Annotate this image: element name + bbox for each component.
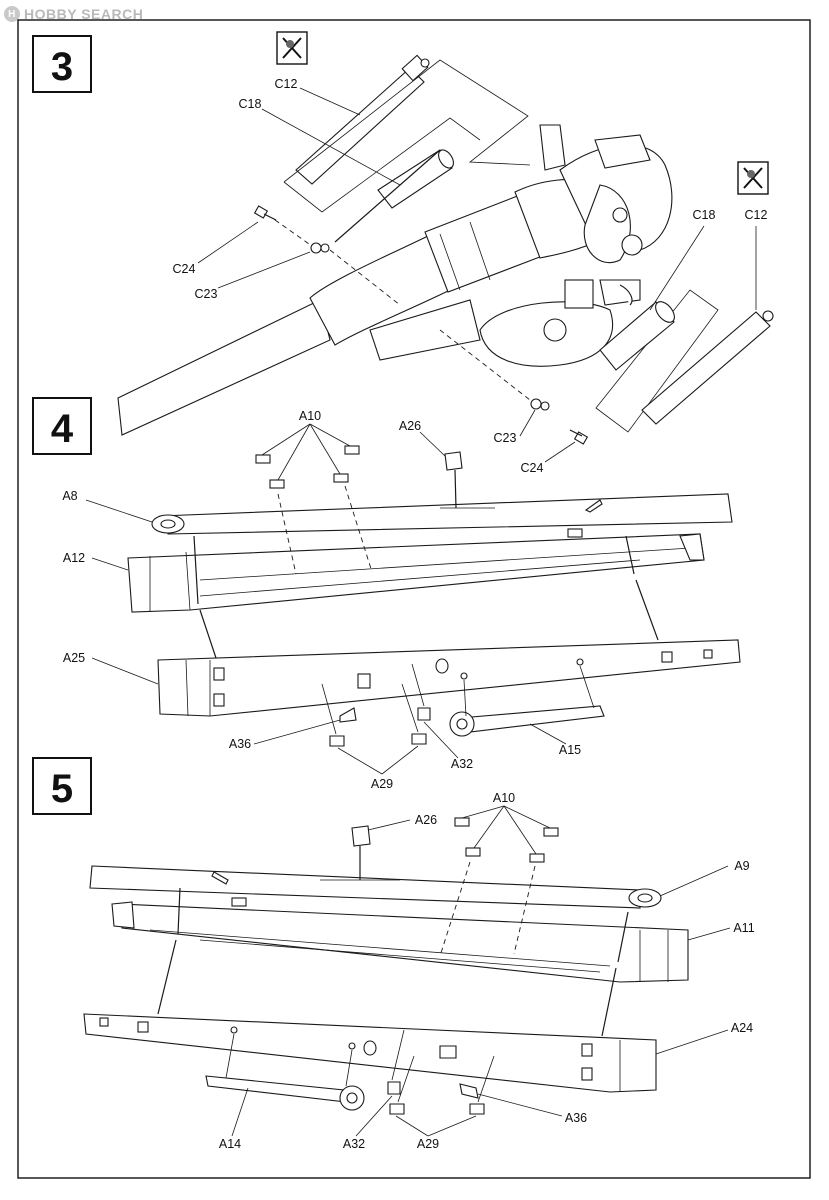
part-a25 — [157, 639, 741, 717]
glue-icon — [276, 31, 308, 65]
label-a8: A8 — [62, 489, 77, 503]
part-c24-upper — [253, 205, 277, 221]
part-a9 — [89, 865, 662, 909]
step-3-box — [32, 35, 92, 93]
part-a12 — [127, 528, 705, 613]
part-a10-clips — [255, 445, 360, 489]
part-a29-step5 — [389, 1103, 485, 1115]
part-a14 — [205, 1026, 365, 1111]
label-a12: A12 — [63, 551, 85, 565]
watermark: H HOBBY SEARCH — [4, 4, 143, 24]
label-a26-step4: A26 — [399, 419, 421, 433]
part-a36-step5 — [459, 1083, 479, 1099]
step-5-number: 5 — [51, 767, 73, 811]
label-a11: A11 — [733, 921, 754, 935]
part-a32-step4 — [357, 658, 449, 721]
part-c18-upper — [377, 149, 454, 209]
label-a24: A24 — [731, 1021, 753, 1035]
step-5-box — [32, 757, 92, 815]
step-3-number: 3 — [51, 45, 73, 89]
label-c18-upper: C18 — [239, 97, 262, 111]
part-a15 — [449, 658, 605, 737]
part-c18-right — [599, 301, 675, 371]
label-a9: A9 — [734, 859, 749, 873]
label-a29-step5: A29 — [417, 1137, 439, 1151]
step-4-box — [32, 397, 92, 455]
label-a15: A15 — [559, 743, 581, 757]
part-a8 — [151, 493, 733, 535]
label-a26-step5: A26 — [415, 813, 437, 827]
part-c23-upper — [310, 242, 330, 254]
step-4-number: 4 — [51, 407, 74, 451]
label-c24-lower: C24 — [521, 461, 544, 475]
part-a32-step5 — [363, 1040, 457, 1095]
part-c12-right — [641, 310, 774, 425]
label-a29-step4: A29 — [371, 777, 393, 791]
part-a29-step4 — [329, 733, 427, 747]
label-a36-step5: A36 — [565, 1111, 587, 1125]
page-frame — [17, 19, 811, 1179]
part-a26-step4 — [444, 451, 463, 471]
label-c12-upper: C12 — [275, 77, 298, 91]
watermark-text: HOBBY SEARCH — [24, 6, 144, 22]
label-c23-upper: C23 — [195, 287, 218, 301]
label-c23-lower: C23 — [494, 431, 517, 445]
glue-icon — [737, 161, 769, 195]
label-a25: A25 — [63, 651, 85, 665]
part-c12-upper — [295, 54, 430, 185]
label-c12-right: C12 — [745, 208, 768, 222]
part-c24-lower — [569, 429, 589, 445]
step-4: 4 — [32, 397, 741, 791]
part-a11 — [111, 897, 689, 983]
label-a14: A14 — [219, 1137, 241, 1151]
label-a32-step4: A32 — [451, 757, 473, 771]
label-a10-step5: A10 — [493, 791, 515, 805]
step-5: 5 — [32, 757, 755, 1151]
part-a10-clips-step5 — [454, 817, 559, 863]
label-a32-step5: A32 — [343, 1137, 365, 1151]
label-a36-step4: A36 — [229, 737, 251, 751]
label-a10-step4: A10 — [299, 409, 321, 423]
part-c23-lower — [530, 398, 550, 411]
part-a26-step5 — [351, 825, 371, 847]
label-c24-upper: C24 — [173, 262, 196, 276]
part-a36-step4 — [339, 707, 357, 723]
hobby-search-logo-icon: H — [4, 6, 20, 22]
step-3: 3 — [32, 31, 774, 475]
label-c18-right: C18 — [693, 208, 716, 222]
gun-mount — [369, 124, 673, 367]
